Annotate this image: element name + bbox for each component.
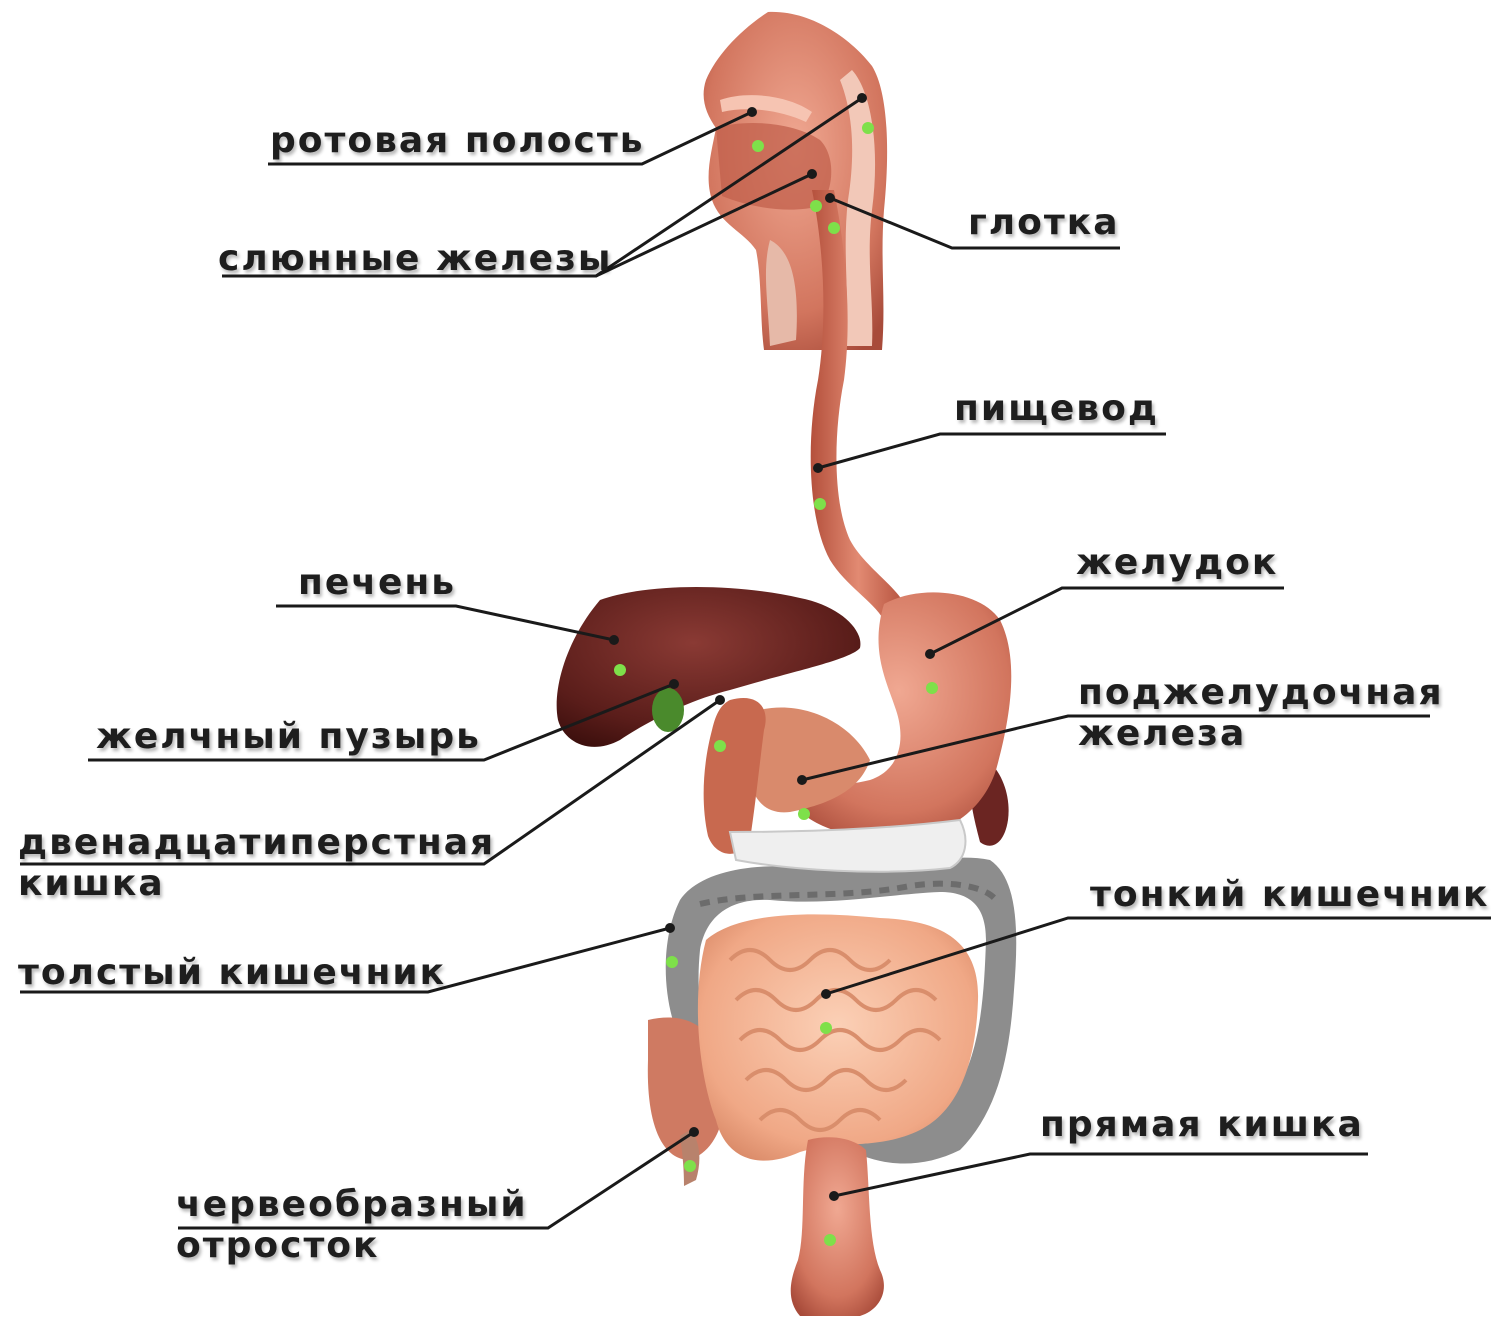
- label-small-intestine: тонкий кишечник: [1090, 874, 1489, 915]
- label-pharynx: глотка: [968, 202, 1120, 243]
- label-stomach: желудок: [1076, 542, 1278, 583]
- label-pancreas: поджелудочная железа: [1078, 672, 1444, 754]
- label-esophagus: пищевод: [954, 388, 1159, 429]
- label-duodenum: двенадцатиперстная кишка: [18, 822, 495, 904]
- duodenum-shape: [704, 698, 766, 854]
- label-gallbladder: желчный пузырь: [96, 716, 481, 757]
- label-oral-cavity: ротовая полость: [270, 120, 645, 161]
- label-liver: печень: [298, 562, 456, 603]
- label-appendix: червеобразный отросток: [176, 1184, 528, 1266]
- gallbladder-shape: [652, 688, 684, 732]
- label-rectum: прямая кишка: [1040, 1104, 1364, 1145]
- rectum-shape: [791, 1137, 884, 1316]
- label-large-intestine: толстый кишечник: [18, 952, 446, 993]
- label-salivary-glands: слюнные железы: [218, 238, 612, 279]
